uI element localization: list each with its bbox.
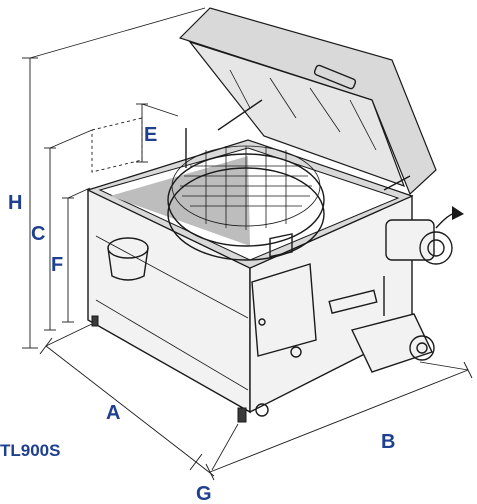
dimension-label-h: H	[8, 192, 22, 214]
dimension-label-b: B	[381, 431, 395, 453]
control-box	[251, 233, 317, 358]
dimension-label-group: H C F E A B G	[8, 124, 395, 504]
dimension-label-c: C	[31, 223, 45, 245]
motor-assembly	[385, 206, 464, 265]
open-lid	[178, 7, 437, 196]
dimension-label-f: F	[51, 254, 63, 276]
washer-body	[86, 139, 414, 423]
dimension-label-a: A	[106, 402, 120, 424]
dimension-label-g: G	[196, 483, 212, 504]
wash-basket	[167, 128, 325, 261]
side-tank	[107, 237, 149, 281]
model-label: TL900S	[0, 441, 60, 460]
dimension-lines	[22, 7, 473, 481]
dimension-label-e: E	[144, 124, 157, 146]
pump-assembly	[328, 276, 435, 373]
